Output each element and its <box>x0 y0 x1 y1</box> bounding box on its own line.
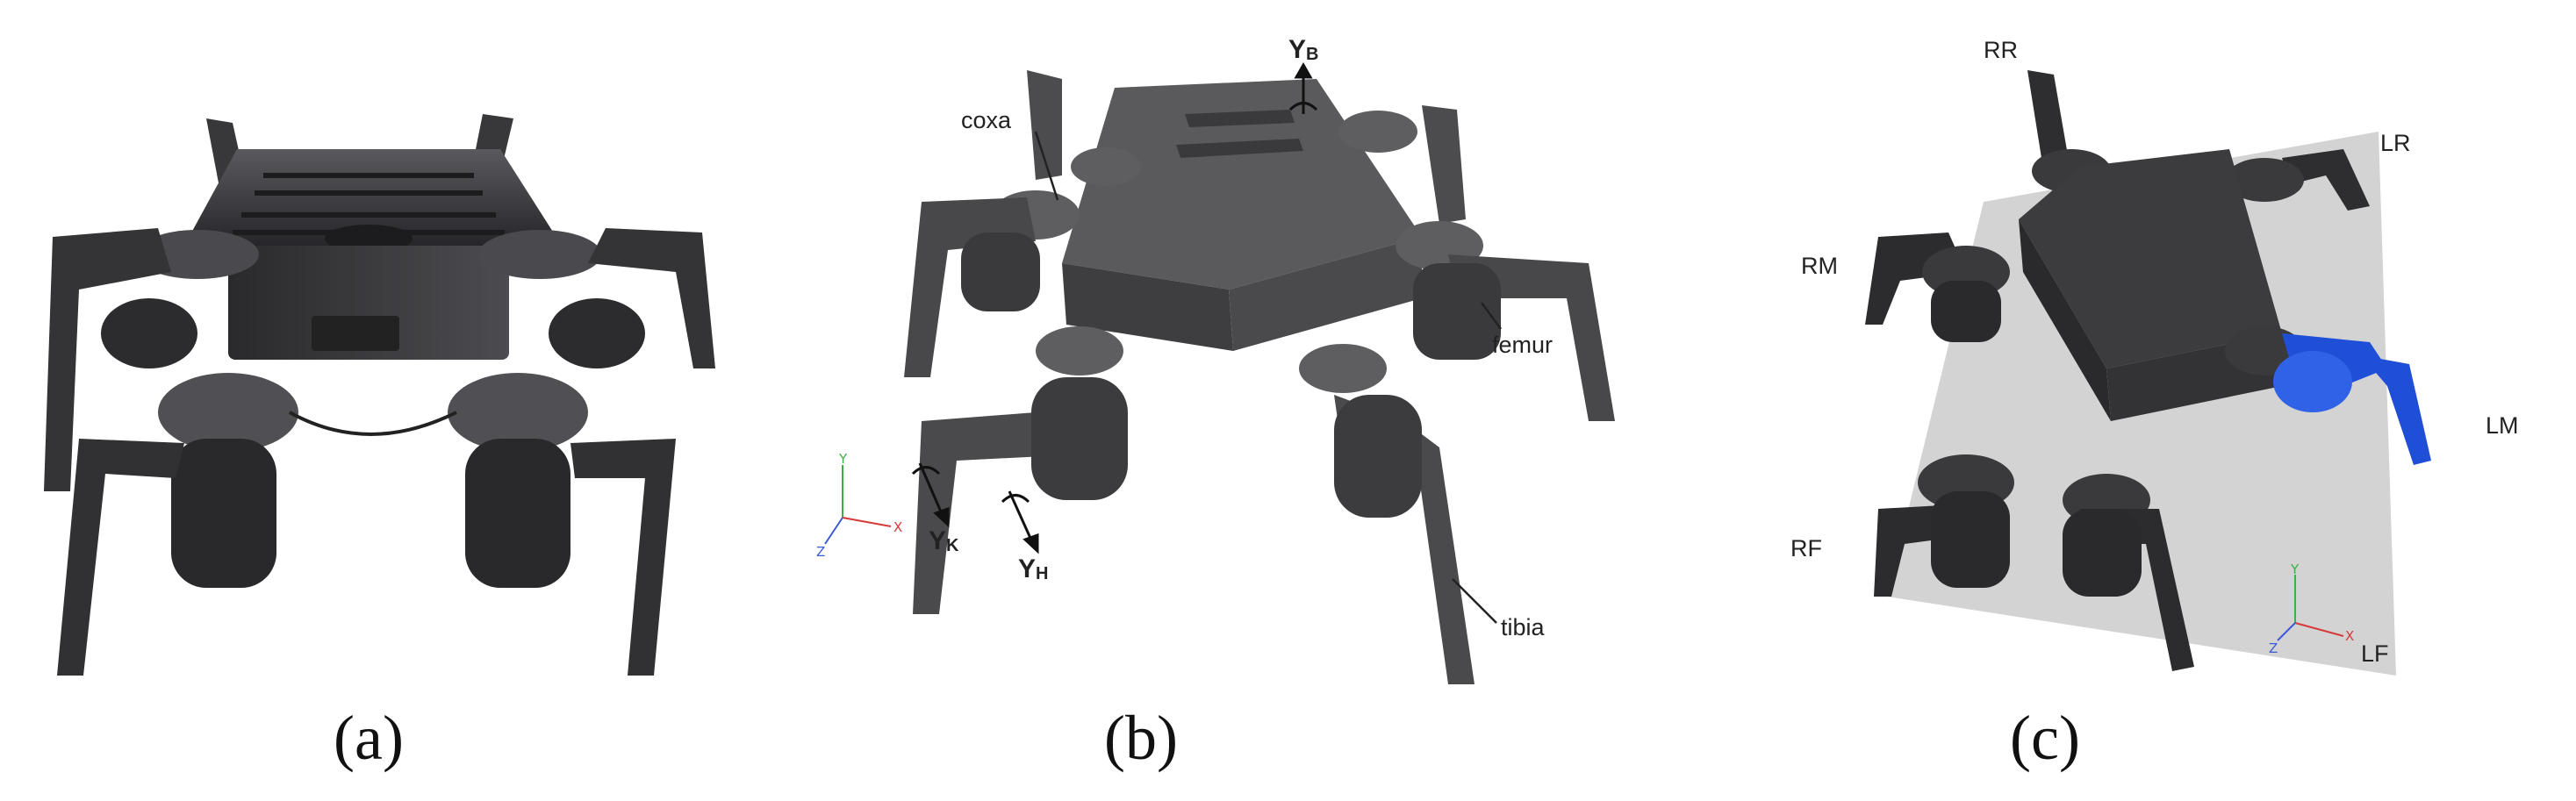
panel-b-cad-model: coxa femur tibia YB YK YH Y X Z (b) <box>772 0 1668 801</box>
body-top <box>1062 79 1422 290</box>
axis-label-body: YB <box>1288 35 1319 64</box>
lm-leg-highlight <box>2225 326 2431 465</box>
front-right-leg <box>570 439 676 676</box>
leg-layout-illustration <box>1865 70 2431 676</box>
triad-y-label: Y <box>839 451 848 467</box>
triad-y-label: Y <box>2291 561 2300 577</box>
front-right-coxa <box>448 373 588 452</box>
front-left-coxa <box>158 373 298 452</box>
caption-b: (b) <box>1104 703 1178 773</box>
tibia-link <box>1334 395 1475 684</box>
front-left-leg <box>57 439 184 676</box>
robot-photo-illustration <box>44 114 715 676</box>
triad-x-label: X <box>2345 628 2355 644</box>
leg-label-lr: LR <box>2380 130 2411 156</box>
caption-c: (c) <box>2010 703 2080 773</box>
body-plate <box>2019 149 2282 368</box>
triad-z-label: Z <box>2269 640 2278 656</box>
leg-label-rr: RR <box>1984 37 2018 63</box>
cad-model-illustration <box>824 61 1615 684</box>
panel-a-robot-photo: (a) <box>0 0 772 801</box>
middle-right-leg <box>588 228 715 368</box>
label-coxa: coxa <box>961 107 1012 133</box>
axis-label-knee: YK <box>929 526 959 555</box>
label-tibia: tibia <box>1501 614 1545 640</box>
leg-label-lm: LM <box>2486 412 2519 439</box>
leg-label-lf: LF <box>2361 640 2389 667</box>
body-box <box>228 246 509 360</box>
caption-a: (a) <box>334 703 404 773</box>
panel-c-leg-layout: RR LR RM LM RF LF Y X Z (c) <box>1668 0 2576 801</box>
leg-label-rm: RM <box>1801 253 1838 279</box>
axis-label-hip: YH <box>1018 554 1049 583</box>
leg-label-rf: RF <box>1790 535 1822 561</box>
middle-left-leg <box>44 228 171 491</box>
triad-x-label: X <box>893 519 903 535</box>
triad-z-label: Z <box>816 544 826 560</box>
label-femur: femur <box>1492 332 1553 358</box>
